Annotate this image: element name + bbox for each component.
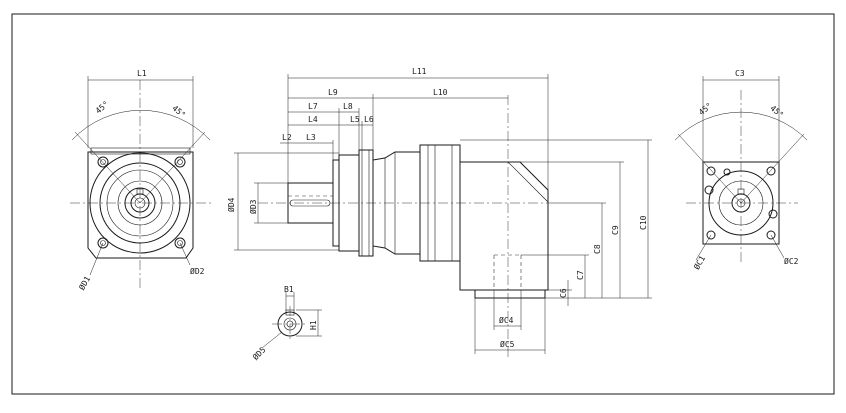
dim-c6-label: C6 — [559, 288, 568, 298]
dim-l1-label: L1 — [137, 69, 147, 78]
dim-l9-label: L9 — [328, 88, 338, 97]
side-view: L11 L9 L10 L7 L8 L4 L5 L6 L2 L3 ØD4 ØD3 … — [226, 67, 652, 360]
dim-c5-label: ØC5 — [500, 339, 515, 349]
dim-d4-label: ØD4 — [226, 197, 236, 212]
dim-l2-label: L2 — [282, 133, 292, 142]
dim-c4-label: ØC4 — [499, 315, 514, 325]
dim-l10-label: L10 — [433, 88, 448, 97]
dim-d3-label: ØD3 — [248, 199, 258, 214]
dim-h1-label: H1 — [309, 320, 318, 330]
dim-l4-label: L4 — [308, 115, 318, 124]
dim-l5-label: L5 — [350, 115, 360, 124]
angle-right-label: 45° — [170, 104, 187, 120]
angle-left-label: 45° — [94, 99, 111, 115]
drawing-frame — [11, 13, 835, 395]
shaft-section-view: B1 H1 ØD5 — [250, 285, 322, 362]
dim-l7-label: L7 — [308, 102, 318, 111]
dim-c7-label: C7 — [576, 270, 585, 280]
dim-c9-label: C9 — [611, 225, 620, 235]
dim-b1-label: B1 — [284, 285, 294, 294]
dim-l8-label: L8 — [343, 102, 353, 111]
dim-d5-label: ØD5 — [250, 344, 267, 361]
dim-d2-label: ØD2 — [190, 266, 205, 276]
dim-c3-label: C3 — [735, 69, 745, 78]
input-angle-left-label: 45° — [697, 101, 714, 117]
dim-c10-label: C10 — [639, 215, 648, 230]
dim-c1-label: ØC1 — [691, 254, 707, 272]
dim-l3-label: L3 — [306, 133, 316, 142]
dim-c8-label: C8 — [593, 244, 602, 254]
input-angle-right-label: 45° — [768, 104, 785, 120]
dim-l11-label: L11 — [412, 67, 427, 76]
dim-d1-label: ØD1 — [76, 274, 92, 292]
dim-l6-label: L6 — [364, 115, 374, 124]
input-view: C3 45° 45° ØC1 ØC2 — [674, 69, 808, 272]
dim-c2-label: ØC2 — [784, 256, 799, 266]
front-view: L1 45° 45° ØD1 ØD2 — [70, 69, 212, 292]
